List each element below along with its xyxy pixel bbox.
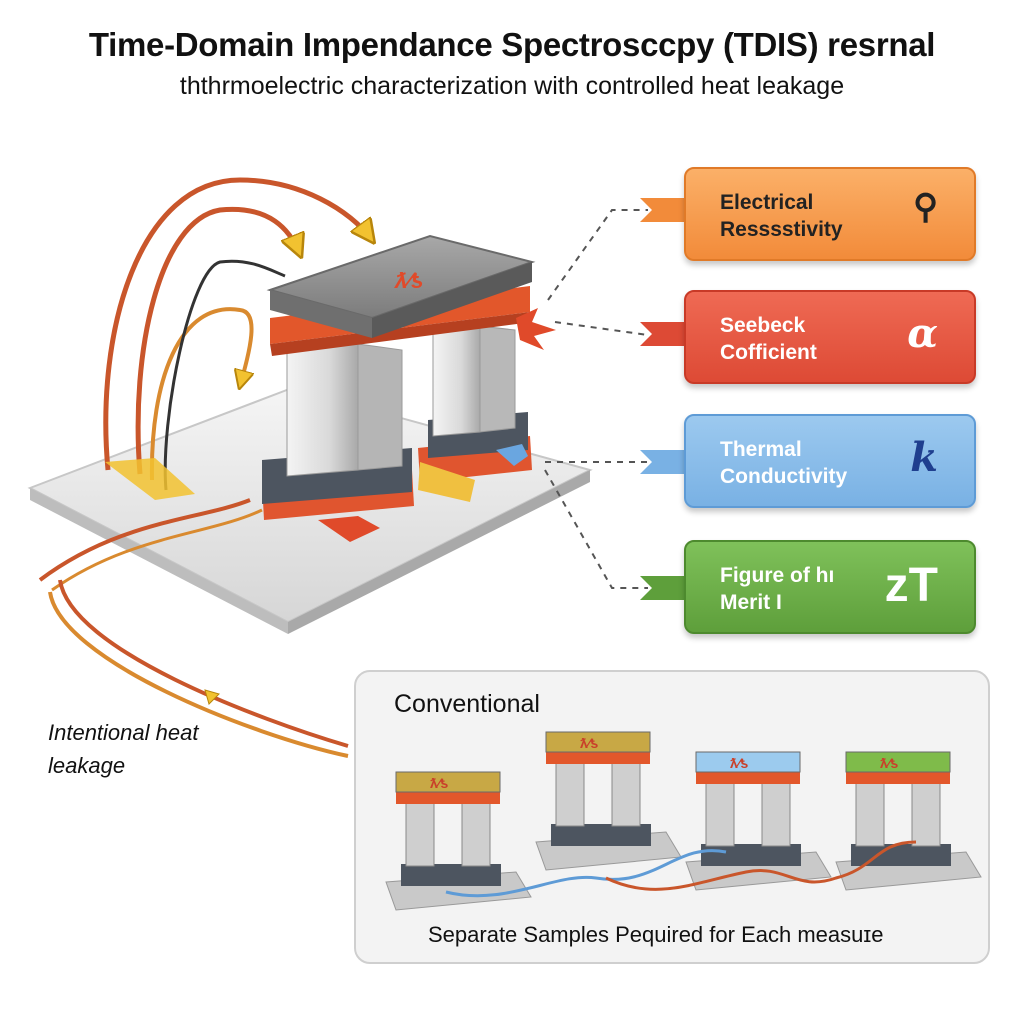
sample-heater-2 (696, 772, 800, 784)
sample-top-1 (545, 731, 651, 753)
sample-wire-red (605, 840, 917, 891)
sample-top-label-3: ƛ⁄ƾ (880, 755, 898, 771)
sample-heater-3 (846, 772, 950, 784)
card-label: Seebeck Cofficient (720, 314, 817, 364)
sample-top-label-2: ƛ⁄ƾ (730, 755, 748, 771)
conventional-samples: ƛ⁄ƾ ƛ⁄ƾ ƛ⁄ƾ ƛ⁄ƾ (385, 731, 982, 911)
conventional-title: Conventional (394, 690, 540, 718)
sample-top-3 (845, 751, 951, 773)
card-thermal-conductivity: Thermal Conductivity k (684, 414, 976, 508)
sample-leg-left-3 (855, 781, 885, 847)
sample-foot-1 (551, 824, 651, 846)
sample-leg-left-2 (705, 781, 735, 847)
card-seebeck-coefficient: Seebeck Cofficient α (684, 290, 976, 384)
sample-top-label-1: ƛ⁄ƾ (580, 735, 598, 751)
sample-heater-1 (546, 752, 650, 764)
sample-wire-blue (445, 849, 727, 898)
page-subtitle: ththrmoelectric characterization with co… (179, 72, 845, 100)
conventional-panel: Conventional ƛ⁄ƾ ƛ⁄ƾ ƛ⁄ƾ ƛ⁄ƾ Separate Sampl… (354, 670, 990, 964)
sample-foot-3 (851, 844, 951, 866)
resistivity-icon: ⚲ (913, 187, 938, 227)
sample-leg-right-2 (761, 781, 791, 847)
card-label: Thermal Conductivity (720, 438, 848, 488)
page-title: Time-Domain Impendance Spectroscсpy (TDI… (88, 26, 936, 63)
sample-leg-left-0 (405, 801, 435, 867)
zt-symbol: zT (884, 559, 938, 612)
thermoelectric-legs (286, 325, 516, 477)
kappa-symbol: k (910, 434, 938, 481)
sample-leg-right-1 (611, 761, 641, 827)
sample-foot-0 (401, 864, 501, 886)
connector-arrows (640, 198, 690, 600)
card-label: Electrical Resssstivity (720, 191, 843, 241)
heat-leakage-label: Intentional heat leakage (48, 720, 199, 778)
card-label: Figure of hı Merit I (720, 564, 835, 614)
sample-leg-right-0 (461, 801, 491, 867)
sample-heater-0 (396, 792, 500, 804)
sample-marking: ƛ⁄ƾ (394, 268, 423, 293)
sample-leg-right-3 (911, 781, 941, 847)
sample-top-0 (395, 771, 501, 793)
heat-leak-arrow (204, 689, 220, 705)
conventional-caption: Separate Samples Pequired for Each measu… (428, 922, 884, 947)
card-electrical-resistivity: Electrical Resssstivity ⚲ (684, 167, 976, 261)
heat-wires (38, 177, 372, 758)
sample-top-label-0: ƛ⁄ƾ (430, 775, 448, 791)
sample-top-2 (695, 751, 801, 773)
connector-lines (544, 209, 649, 589)
sample-leg-left-1 (555, 761, 585, 827)
contact-pad (105, 458, 195, 500)
top-assembly: ƛ⁄ƾ (266, 234, 536, 356)
alpha-symbol: α (907, 310, 938, 357)
sample-foot-2 (701, 844, 801, 866)
card-figure-of-merit: Figure of hı Merit I zT (684, 540, 976, 634)
heat-sparks (318, 308, 556, 542)
